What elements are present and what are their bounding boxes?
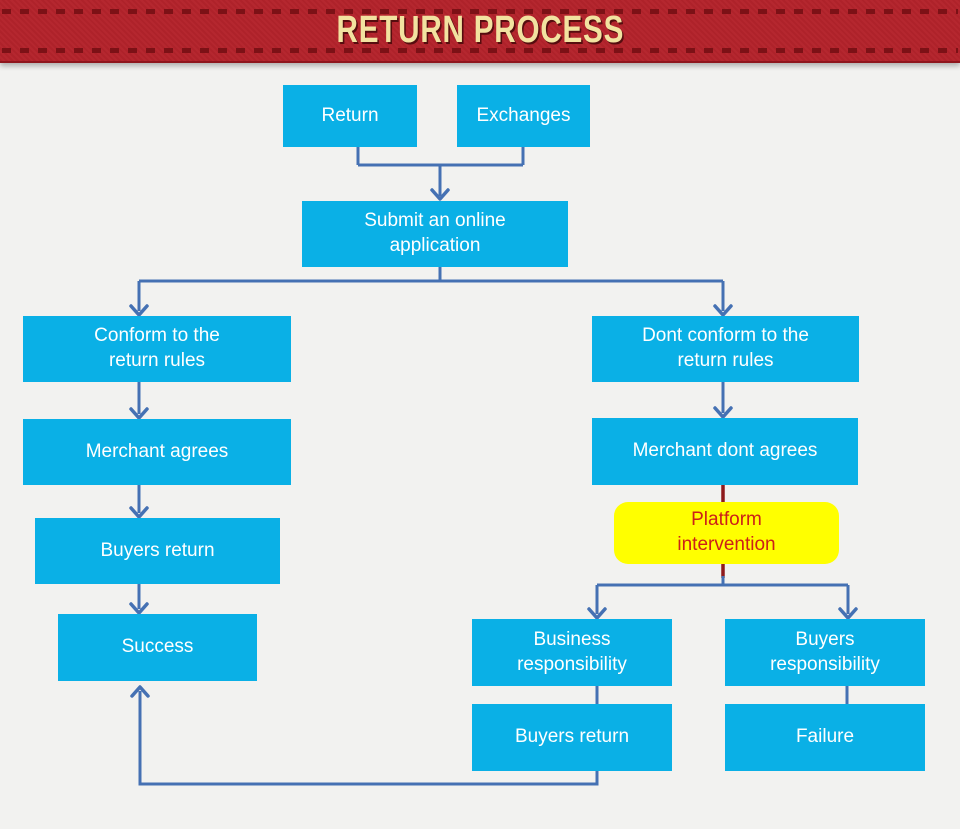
banner-dash-line-top (2, 9, 958, 14)
node-dont-conform-rules-label: Dont conform to the return rules (642, 325, 809, 371)
node-exchanges: Exchanges (457, 85, 590, 147)
node-submit-application: Submit an online application (302, 201, 568, 267)
node-buyers-return-left-label: Buyers return (100, 539, 215, 561)
node-conform-rules-label: Conform to the return rules (94, 325, 220, 371)
node-success-label: Success (121, 636, 194, 658)
node-merchant-dont-agrees: Merchant dont agrees (592, 418, 858, 485)
node-buyers-return-right: Buyers return (472, 704, 672, 771)
node-platform-intervention: Platform intervention (614, 502, 839, 564)
node-buyers-responsibility-label: Buyers responsibility (770, 628, 880, 675)
node-dont-conform-rules: Dont conform to the return rules (592, 316, 859, 382)
node-failure-label: Failure (795, 726, 855, 748)
banner-dash-line-bottom (2, 48, 958, 53)
node-merchant-agrees-label: Merchant agrees (85, 440, 229, 462)
node-buyers-responsibility: Buyers responsibility (725, 619, 925, 686)
node-business-responsibility: Business responsibility (472, 619, 672, 686)
node-submit-application-label: Submit an online application (364, 210, 506, 256)
page-title: RETURN PROCESS (336, 9, 624, 51)
header-banner: RETURN PROCESS (0, 0, 960, 63)
node-merchant-dont-agrees-label: Merchant dont agrees (632, 440, 818, 462)
node-return: Return (283, 85, 417, 147)
node-buyers-return-right-label: Buyers return (514, 726, 630, 748)
node-exchanges-label: Exchanges (476, 104, 571, 126)
node-success: Success (58, 614, 257, 681)
node-platform-intervention-label: Platform intervention (677, 509, 776, 555)
node-business-responsibility-label: Business responsibility (517, 628, 627, 675)
node-return-label: Return (321, 104, 379, 126)
node-buyers-return-left: Buyers return (35, 518, 280, 584)
node-merchant-agrees: Merchant agrees (23, 419, 291, 485)
node-conform-rules: Conform to the return rules (23, 316, 291, 382)
node-failure: Failure (725, 704, 925, 771)
